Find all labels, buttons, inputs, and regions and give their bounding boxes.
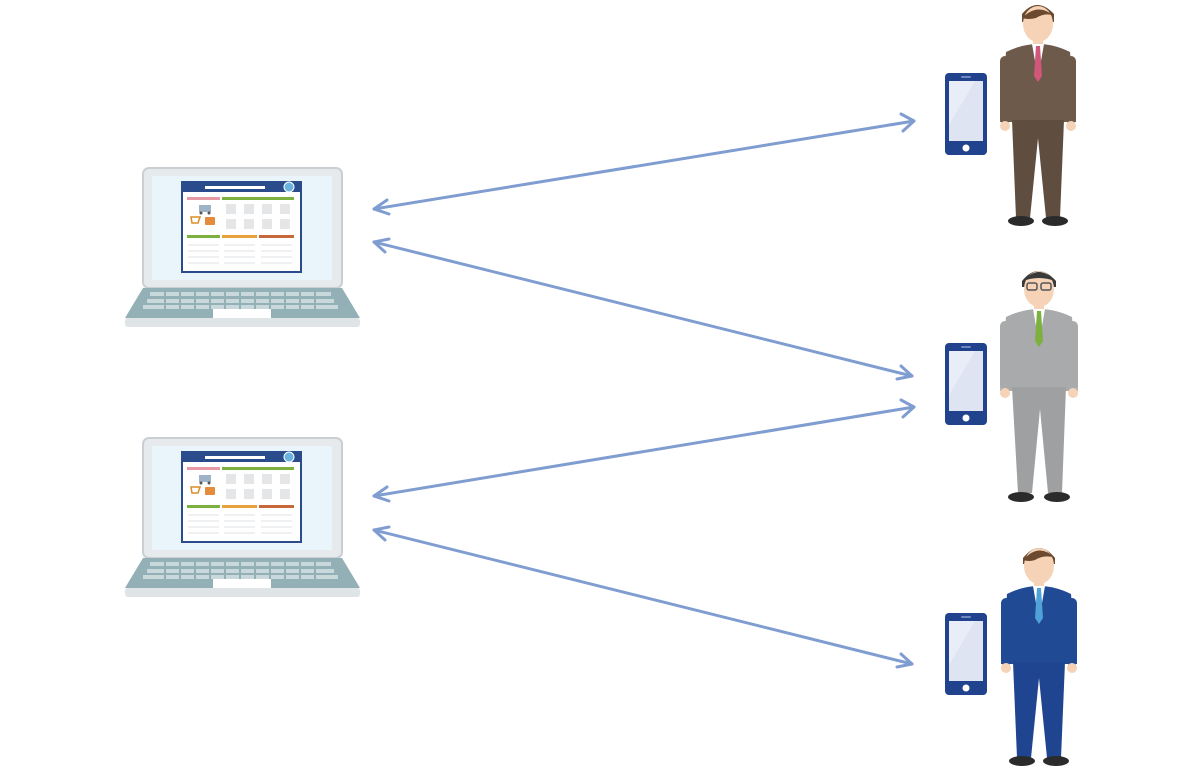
person-blue-suit [1001,548,1077,766]
smartphone-icon [945,613,987,695]
laptop-bottom [124,437,361,598]
arrow-laptop2-phone3 [372,525,914,669]
smartphone-icon [945,343,987,425]
person-brown-suit [1000,5,1076,226]
arrow-laptop2-phone2 [372,398,916,503]
laptop-top [124,167,361,328]
arrow-laptop1-phone1 [372,112,916,216]
person-gray-suit-glasses [1000,271,1078,502]
arrow-laptop1-phone2 [372,237,914,381]
connection-arrows [372,112,916,669]
smartphone-icon [945,73,987,155]
